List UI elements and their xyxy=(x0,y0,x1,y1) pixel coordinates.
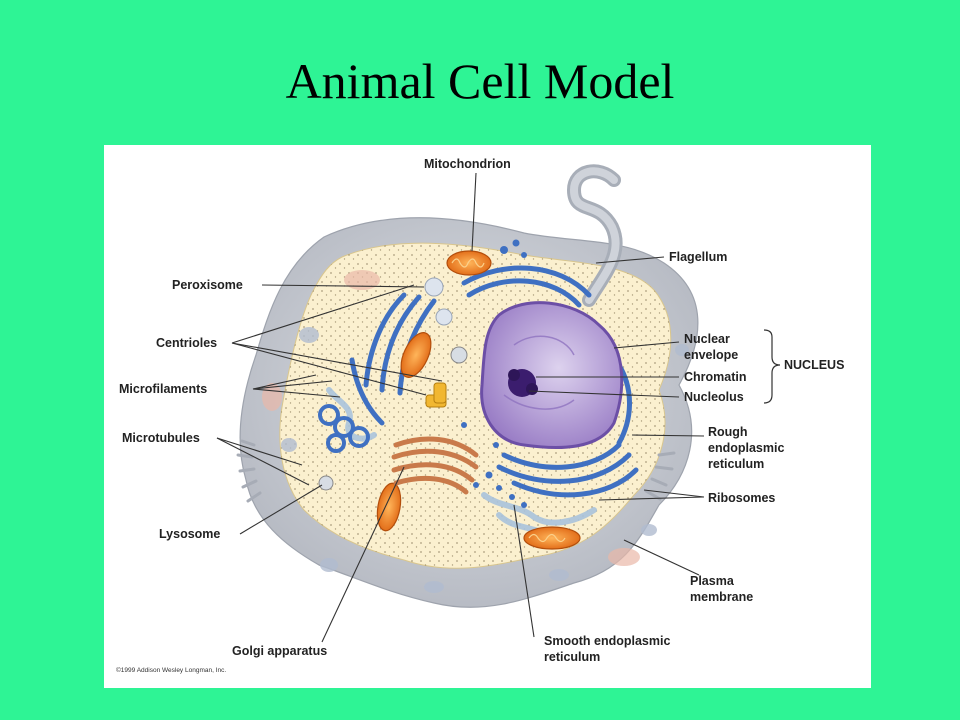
label-smooth-er-line1: Smooth endoplasmic xyxy=(544,634,670,648)
label-nucleus-group: NUCLEUS xyxy=(784,358,844,372)
mitochondria xyxy=(376,250,581,550)
label-golgi-apparatus: Golgi apparatus xyxy=(232,644,327,658)
copyright-notice: ©1999 Addison Wesley Longman, Inc. xyxy=(116,666,226,674)
label-rough-er-line1: Rough xyxy=(708,425,748,439)
transport-vesicles xyxy=(461,239,527,508)
slide-title: Animal Cell Model xyxy=(285,53,675,109)
label-peroxisome: Peroxisome xyxy=(172,278,243,292)
animal-cell-diagram: Mitochondrion Flagellum Peroxisome Centr… xyxy=(116,157,844,674)
label-nucleolus: Nucleolus xyxy=(684,390,744,404)
label-plasma-membrane-line2: membrane xyxy=(690,590,753,604)
label-smooth-er-line2: reticulum xyxy=(544,650,600,664)
centrioles-shape xyxy=(425,382,447,408)
label-mitochondrion: Mitochondrion xyxy=(424,157,511,171)
label-chromatin: Chromatin xyxy=(684,370,747,384)
label-ribosomes: Ribosomes xyxy=(708,491,775,505)
nucleus-bracket xyxy=(763,329,781,404)
label-flagellum: Flagellum xyxy=(669,250,727,264)
nucleus-shape xyxy=(480,301,624,450)
pink-vacuoles xyxy=(262,270,640,566)
microvilli xyxy=(236,439,676,503)
label-rough-er-line2: endoplasmic xyxy=(708,441,784,455)
label-centrioles: Centrioles xyxy=(156,336,217,350)
label-plasma-membrane-line1: Plasma xyxy=(690,574,735,588)
leader-lines xyxy=(216,172,705,643)
label-nuclear-envelope-line1: Nuclear xyxy=(684,332,730,346)
label-nuclear-envelope-line2: envelope xyxy=(684,348,738,362)
golgi-shape xyxy=(391,436,479,495)
label-lysosome: Lysosome xyxy=(159,527,220,541)
membrane-vesicles xyxy=(281,327,689,593)
rough-er-nucleus xyxy=(461,265,639,498)
diagram-panel: Mitochondrion Flagellum Peroxisome Centr… xyxy=(104,145,871,688)
small-organelles xyxy=(318,277,468,491)
label-microfilaments: Microfilaments xyxy=(119,382,207,396)
blue-tubule-cluster xyxy=(318,404,370,453)
label-rough-er-line3: reticulum xyxy=(708,457,764,471)
label-microtubules: Microtubules xyxy=(122,431,200,445)
